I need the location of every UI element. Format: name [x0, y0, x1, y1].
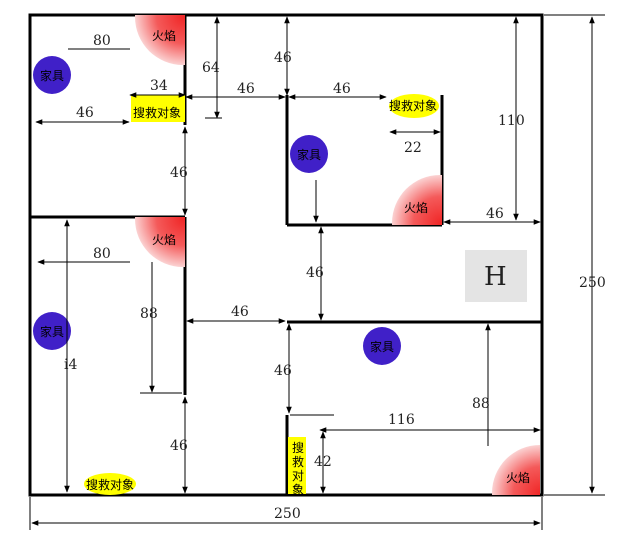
furniture-label: 家具 — [40, 68, 64, 83]
dim-label-250-right: 250 — [579, 275, 606, 291]
dim-label-46-bottom-left: 46 — [170, 438, 188, 454]
fire-marker — [135, 217, 185, 267]
dim-label-46-below-room1: 46 — [170, 165, 188, 181]
fire-label: 火焰 — [152, 232, 176, 247]
dim-label-42: 42 — [314, 454, 332, 470]
target-marker — [389, 94, 439, 118]
furniture-label: 家具 — [40, 324, 64, 339]
furniture-marker — [363, 327, 401, 365]
furniture-room3: 家具 — [33, 312, 71, 350]
fire-room3: 火焰 — [135, 217, 185, 267]
dim-label-80-mid: 80 — [93, 246, 111, 262]
fire-label: 火焰 — [404, 200, 428, 215]
target-room4: 搜 救 对 象 — [288, 437, 306, 497]
target-label: 搜救对象 — [389, 98, 437, 113]
furniture-label: 家具 — [297, 147, 321, 162]
dim-label-250-bottom: 250 — [274, 506, 301, 522]
dim-label-22: 22 — [404, 140, 422, 156]
dim-label-i4: i4 — [64, 357, 77, 373]
furniture-label: 家具 — [370, 339, 394, 354]
dim-label-46-top-corridor: 46 — [274, 50, 292, 66]
dim-label-46-room1: 46 — [76, 105, 94, 121]
fire-room4: 火焰 — [492, 445, 540, 495]
target-room1: 搜救对象 — [131, 95, 185, 122]
target-marker — [84, 473, 136, 495]
target-room2: 搜救对象 — [389, 94, 439, 118]
helipad: H — [465, 250, 527, 302]
fire-room1: 火焰 — [135, 15, 185, 65]
target-marker — [131, 95, 185, 122]
fire-room2: 火焰 — [392, 175, 442, 225]
target-label: 搜救对象 — [133, 105, 181, 120]
dim-label-88-right: 88 — [472, 396, 490, 412]
dim-label-46-right-room2: 46 — [486, 206, 504, 222]
dim-label-46-mid: 46 — [231, 304, 249, 320]
helipad-marker — [465, 250, 527, 302]
target-label-char-3: 对 — [292, 469, 304, 483]
dim-label-88-left: 88 — [140, 306, 158, 322]
dim-label-46-room2: 46 — [333, 81, 351, 97]
dim-label-46-below-room2: 46 — [306, 265, 324, 281]
furniture-room1: 家具 — [33, 56, 71, 94]
fire-marker — [135, 15, 185, 65]
dim-label-110: 110 — [498, 113, 525, 129]
dim-label-64: 64 — [202, 60, 220, 76]
furniture-room2: 家具 — [290, 135, 328, 173]
dim-label-80-top: 80 — [93, 33, 111, 49]
dimensions: 80 46 34 64 46 46 46 22 110 46 46 — [29, 14, 606, 530]
target-label-char-1: 搜 — [292, 440, 304, 455]
furniture-marker — [33, 312, 71, 350]
furniture-marker — [33, 56, 71, 94]
furniture-room4: 家具 — [363, 327, 401, 365]
target-marker — [288, 437, 306, 494]
dim-label-46-room4-top: 46 — [274, 363, 292, 379]
dim-label-34: 34 — [150, 78, 168, 94]
target-label: 搜救对象 — [86, 477, 134, 492]
fire-label: 火焰 — [152, 28, 176, 43]
target-label-char-4: 象 — [292, 483, 304, 497]
furniture-marker — [290, 135, 328, 173]
fire-marker — [392, 175, 442, 225]
dim-label-46-corridor-h: 46 — [237, 81, 255, 97]
fire-label: 火焰 — [506, 470, 530, 485]
helipad-label: H — [484, 262, 507, 292]
fire-marker — [492, 445, 540, 495]
target-label-char-2: 救 — [292, 454, 304, 469]
dim-label-116: 116 — [388, 412, 415, 428]
target-room3: 搜救对象 — [84, 473, 136, 495]
